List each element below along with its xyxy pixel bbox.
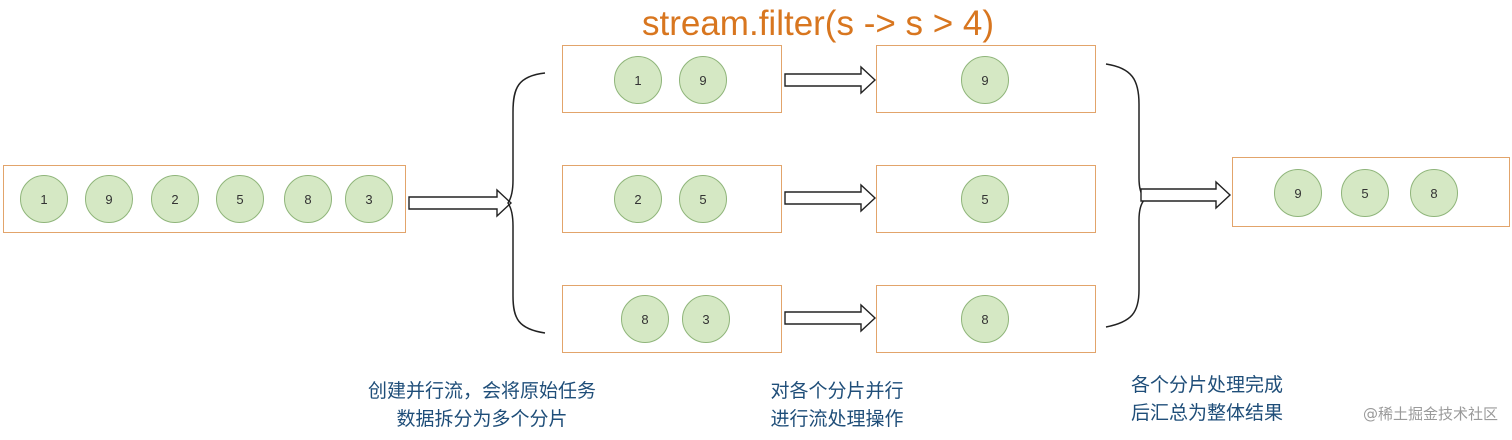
shard-element: 1 bbox=[614, 56, 662, 104]
source-element: 1 bbox=[20, 175, 68, 223]
source-element: 3 bbox=[345, 175, 393, 223]
process-caption-line2: 进行流处理操作 bbox=[770, 408, 904, 430]
filter-arrow bbox=[784, 303, 877, 333]
filtered-shard-box: 5 bbox=[876, 165, 1096, 233]
process-caption-line1: 对各个分片并行 bbox=[770, 380, 904, 402]
filtered-element: 9 bbox=[961, 56, 1009, 104]
merge-brace bbox=[1105, 63, 1147, 328]
source-element: 2 bbox=[151, 175, 199, 223]
split-caption-line1: 创建并行流，会将原始任务 bbox=[367, 380, 596, 402]
filtered-element: 5 bbox=[961, 175, 1009, 223]
filter-arrow bbox=[784, 65, 877, 95]
result-element: 9 bbox=[1274, 169, 1322, 217]
source-element: 8 bbox=[284, 175, 332, 223]
watermark: @稀土掘金技术社区 bbox=[1362, 405, 1498, 423]
source-element: 9 bbox=[85, 175, 133, 223]
merge-caption-line2: 后汇总为整体结果 bbox=[1130, 402, 1283, 424]
filtered-shard-box: 8 bbox=[876, 285, 1096, 353]
split-shard-box: 2 5 bbox=[562, 165, 782, 233]
shard-element: 8 bbox=[621, 295, 669, 343]
diagram-title: stream.filter(s -> s > 4) bbox=[642, 4, 995, 43]
result-stream-box: 9 5 8 bbox=[1232, 157, 1510, 227]
shard-element: 2 bbox=[614, 175, 662, 223]
filtered-element: 8 bbox=[961, 295, 1009, 343]
merge-caption: 各个分片处理完成 后汇总为整体结果 bbox=[1112, 371, 1302, 427]
merge-caption-line1: 各个分片处理完成 bbox=[1130, 374, 1283, 396]
split-brace bbox=[507, 72, 546, 334]
split-shard-box: 1 9 bbox=[562, 45, 782, 113]
split-shard-box: 8 3 bbox=[562, 285, 782, 353]
filter-arrow bbox=[784, 183, 877, 213]
result-element: 8 bbox=[1410, 169, 1458, 217]
process-caption: 对各个分片并行 进行流处理操作 bbox=[752, 377, 922, 433]
split-arrow bbox=[408, 188, 513, 218]
result-element: 5 bbox=[1341, 169, 1389, 217]
split-caption-line2: 数据拆分为多个分片 bbox=[396, 408, 568, 430]
shard-element: 5 bbox=[679, 175, 727, 223]
source-stream-box: 1 9 2 5 8 3 bbox=[3, 165, 406, 233]
merge-arrow bbox=[1140, 180, 1232, 210]
split-caption: 创建并行流，会将原始任务 数据拆分为多个分片 bbox=[352, 377, 612, 433]
filtered-shard-box: 9 bbox=[876, 45, 1096, 113]
shard-element: 9 bbox=[679, 56, 727, 104]
shard-element: 3 bbox=[682, 295, 730, 343]
source-element: 5 bbox=[216, 175, 264, 223]
